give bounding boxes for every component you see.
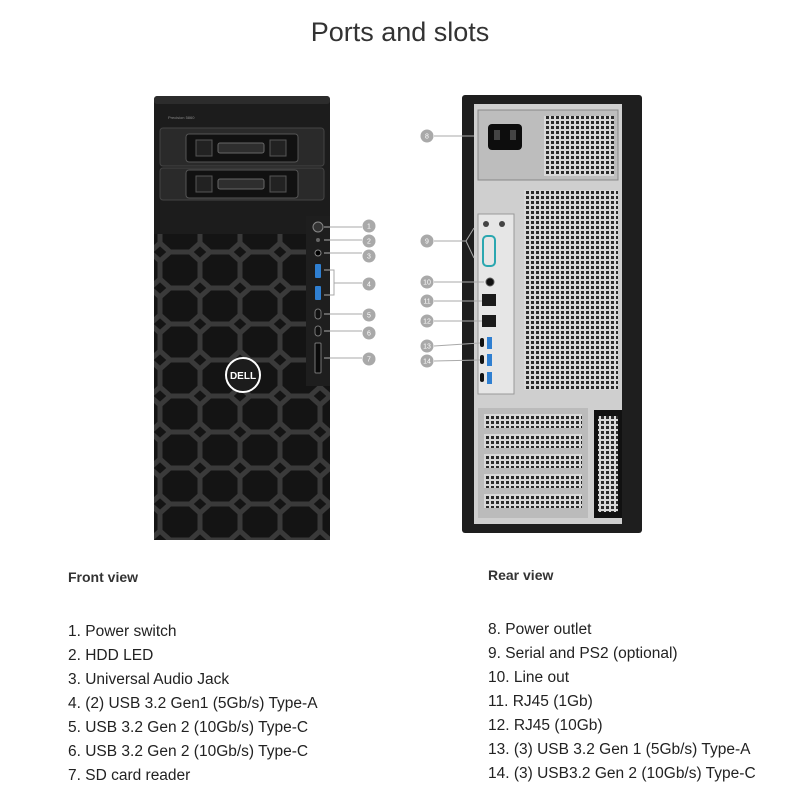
sd-card-slot[interactable] <box>314 342 322 374</box>
audio-jack[interactable] <box>314 249 322 257</box>
hdd-led <box>316 238 320 242</box>
front-view-heading: Front view <box>68 569 139 585</box>
usb-a-rear-2[interactable] <box>487 354 492 366</box>
usb-c-port-2[interactable] <box>314 325 322 337</box>
callout-7: 7 <box>362 352 376 366</box>
callout-14: 14 <box>420 354 434 368</box>
list-item: 5. USB 3.2 Gen 2 (10Gb/s) Type-C <box>68 719 309 736</box>
svg-text:8: 8 <box>425 134 429 141</box>
svg-text:7: 7 <box>367 357 371 364</box>
callout-3: 3 <box>362 249 376 263</box>
drive-bay-bottom <box>159 167 325 201</box>
callout-5: 5 <box>362 308 376 322</box>
power-supply <box>477 109 619 181</box>
list-item: 6. USB 3.2 Gen 2 (10Gb/s) Type-C <box>68 743 309 760</box>
line-out-port[interactable] <box>485 277 495 287</box>
list-item: 14. (3) USB3.2 Gen 2 (10Gb/s) Type-C <box>488 765 756 782</box>
list-item: 7. SD card reader <box>68 767 191 784</box>
svg-text:6: 6 <box>367 331 371 338</box>
drive-bay-top <box>159 127 325 167</box>
usb-a-rear-3[interactable] <box>487 372 492 384</box>
usb-c-rear-1[interactable] <box>480 338 484 347</box>
svg-text:DELL: DELL <box>230 371 256 382</box>
rear-callouts <box>433 135 484 362</box>
rj45-10gb-port[interactable] <box>482 315 496 327</box>
model-label: Precision 5860 <box>168 115 195 120</box>
rear-port-list: 8. Power outlet 9. Serial and PS2 (optio… <box>488 618 756 786</box>
callout-8: 8 <box>420 129 434 143</box>
callout-2: 2 <box>362 234 376 248</box>
svg-text:5: 5 <box>367 313 371 320</box>
callout-9: 9 <box>420 234 434 248</box>
callout-1: 1 <box>362 219 376 233</box>
list-item: 4. (2) USB 3.2 Gen1 (5Gb/s) Type-A <box>68 695 318 712</box>
svg-text:14: 14 <box>423 359 431 366</box>
list-item: 13. (3) USB 3.2 Gen 1 (5Gb/s) Type-A <box>488 741 751 758</box>
callout-10: 10 <box>420 275 434 289</box>
list-item: 11. RJ45 (1Gb) <box>488 693 593 710</box>
rear-tower <box>462 95 642 533</box>
svg-text:10: 10 <box>423 280 431 287</box>
callout-6: 6 <box>362 326 376 340</box>
usb-c-port-1[interactable] <box>314 308 322 320</box>
serial-ps2-port[interactable] <box>482 235 496 267</box>
page-title: Ports and slots <box>310 17 490 47</box>
rear-view-heading: Rear view <box>488 567 554 583</box>
expansion-slots <box>478 408 622 518</box>
power-outlet[interactable] <box>488 124 522 150</box>
list-item: 1. Power switch <box>68 623 177 640</box>
front-port-strip <box>306 216 330 386</box>
front-callouts <box>324 226 362 359</box>
svg-text:4: 4 <box>367 282 371 289</box>
list-item: 10. Line out <box>488 669 570 686</box>
front-port-list: 1. Power switch 2. HDD LED 3. Universal … <box>68 620 318 788</box>
svg-text:2: 2 <box>367 239 371 246</box>
usb-c-rear-2[interactable] <box>480 355 484 364</box>
callout-4: 4 <box>362 277 376 291</box>
svg-text:12: 12 <box>423 319 431 326</box>
usb-a-port-2[interactable] <box>315 286 321 300</box>
power-switch[interactable] <box>312 221 324 233</box>
usb-c-rear-3[interactable] <box>480 373 484 382</box>
callout-12: 12 <box>420 314 434 328</box>
svg-text:3: 3 <box>367 254 371 261</box>
list-item: 8. Power outlet <box>488 621 592 638</box>
rj45-1gb-port[interactable] <box>482 294 496 306</box>
svg-text:11: 11 <box>423 299 430 306</box>
callout-13: 13 <box>420 339 434 353</box>
product-figure: Precision 5860 <box>154 95 642 540</box>
rear-io-panel <box>477 213 515 395</box>
list-item: 2. HDD LED <box>68 647 154 664</box>
list-item: 3. Universal Audio Jack <box>68 671 230 688</box>
dell-logo: DELL <box>225 357 261 393</box>
list-item: 12. RJ45 (10Gb) <box>488 717 603 734</box>
callout-11: 11 <box>420 294 434 308</box>
usb-a-rear-1[interactable] <box>487 337 492 349</box>
svg-text:13: 13 <box>423 344 431 351</box>
list-item: 9. Serial and PS2 (optional) <box>488 645 678 662</box>
usb-a-port-1[interactable] <box>315 264 321 278</box>
front-tower: Precision 5860 <box>154 96 330 540</box>
svg-text:9: 9 <box>425 239 429 246</box>
svg-text:1: 1 <box>367 224 371 231</box>
rear-vent <box>524 190 618 390</box>
